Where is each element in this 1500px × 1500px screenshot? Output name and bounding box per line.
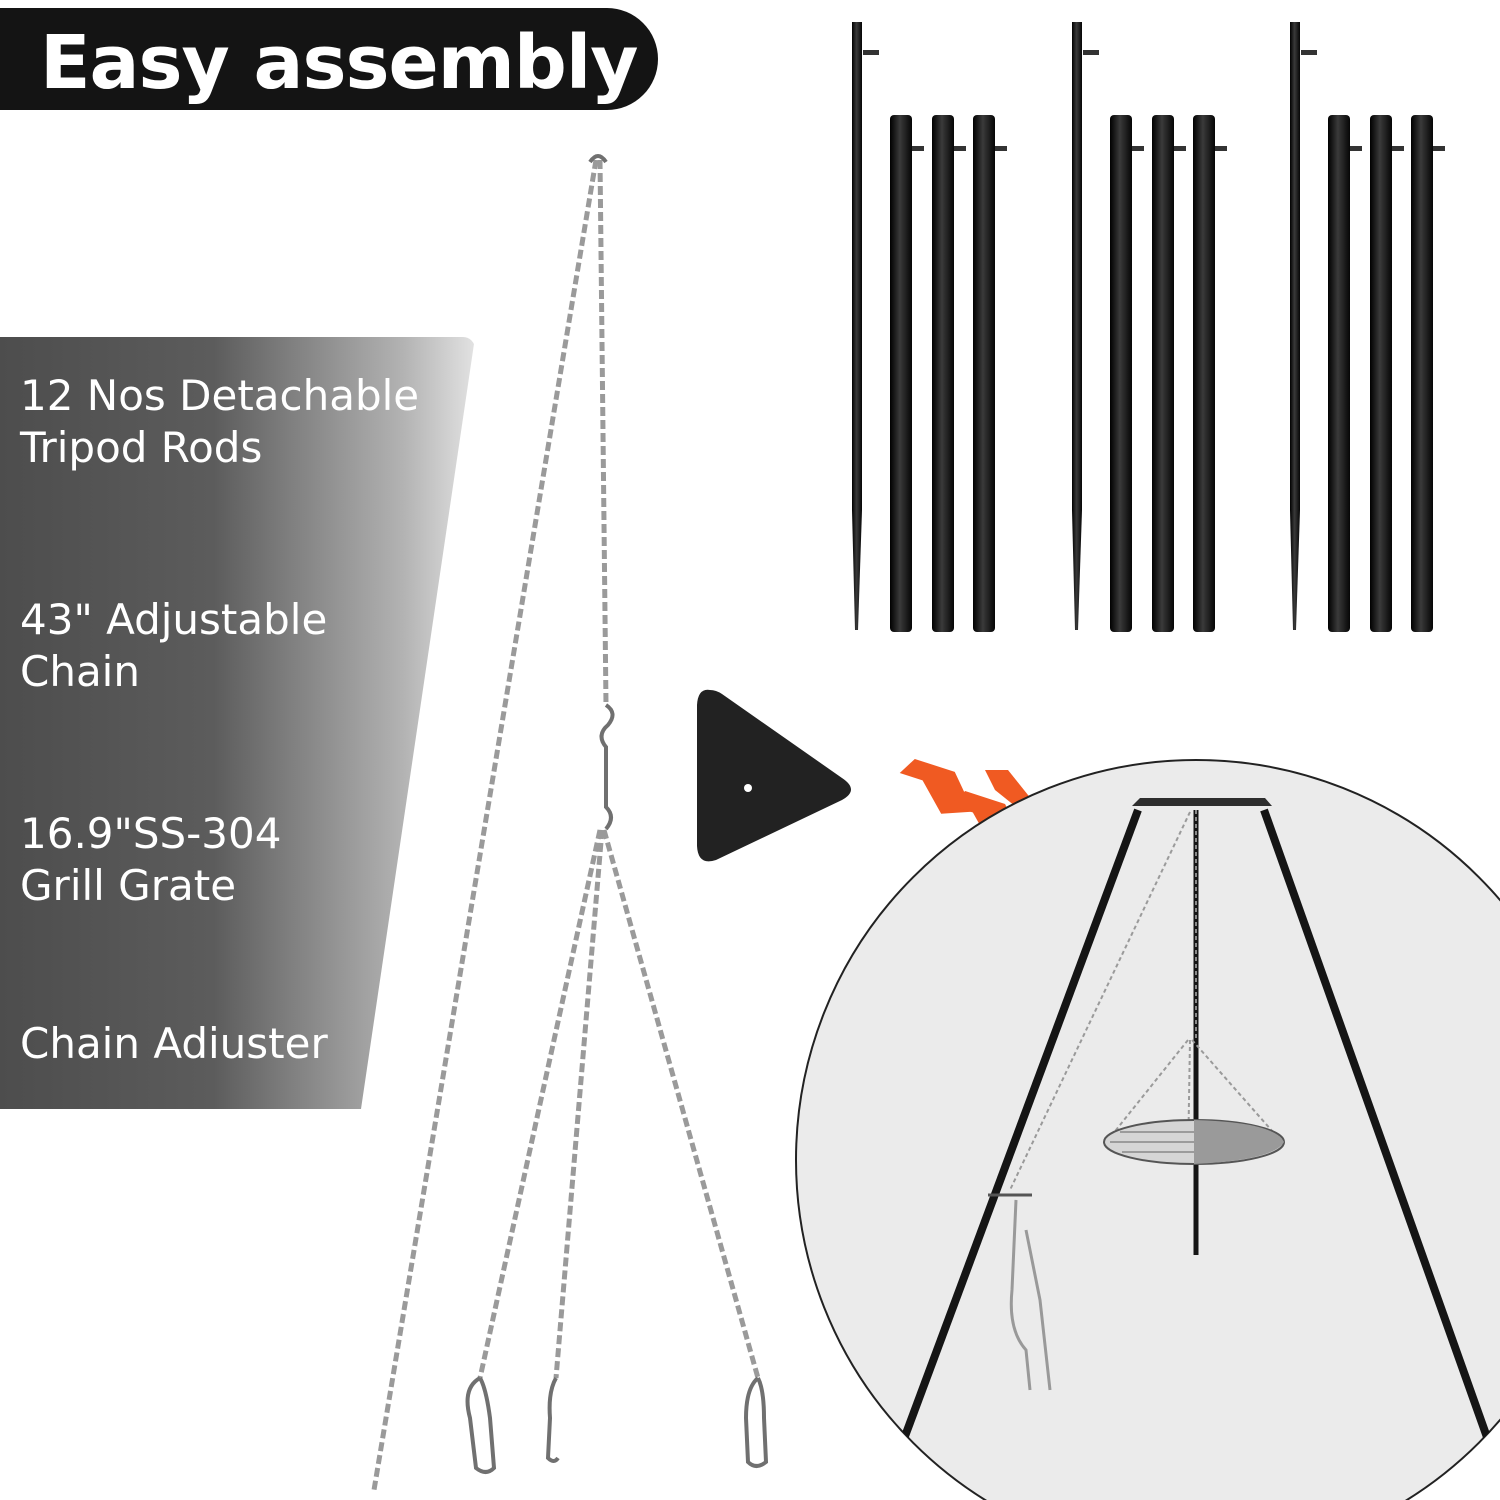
snap-hook-left <box>465 1376 497 1474</box>
feature-grate-line2: Grill Grate <box>20 861 237 910</box>
feature-grate-line1: 16.9"SS-304 <box>20 809 282 858</box>
feature-rods: 12 Nos Detachable Tripod Rods <box>20 370 419 474</box>
snap-hook-right <box>743 1376 769 1468</box>
assembled-tripod-scene <box>795 759 1500 1500</box>
page-title: Easy assembly <box>40 20 638 106</box>
main-chain-left <box>371 159 599 1491</box>
title-banner: Easy assembly <box>0 8 658 110</box>
feature-adjuster: Chain Adiuster <box>20 1018 328 1070</box>
hanging-utensil <box>1009 1199 1052 1391</box>
s-hook <box>599 703 615 831</box>
feature-adjuster-line1: Chain Adiuster <box>20 1019 328 1068</box>
lower-chain-right <box>601 829 761 1379</box>
feature-rods-line2: Tripod Rods <box>20 423 263 472</box>
feature-chain-line2: Chain <box>20 647 140 696</box>
tripod-leg-right <box>1260 808 1492 1442</box>
rod-group-1 <box>852 22 1007 632</box>
lower-chain-middle <box>553 829 605 1379</box>
feature-rods-line1: 12 Nos Detachable <box>20 371 420 420</box>
chain-assembly <box>371 154 769 1491</box>
feature-chain-line1: 43" Adjustable <box>20 595 328 644</box>
triangle-plate-icon <box>697 689 851 862</box>
chain-top-ring <box>588 154 608 164</box>
tripod-leg-left <box>894 808 1142 1457</box>
rod-group-3 <box>1290 22 1445 632</box>
grate-solid-half <box>1194 1120 1284 1164</box>
rod-group-2 <box>1072 22 1227 632</box>
feature-grate: 16.9"SS-304 Grill Grate <box>20 808 281 912</box>
main-chain-right <box>597 159 609 706</box>
tripod-rods <box>852 22 1445 632</box>
lower-chain-left <box>477 829 603 1379</box>
tripod-top-plate <box>1132 798 1272 806</box>
feature-chain: 43" Adjustable Chain <box>20 594 327 698</box>
snap-hook-middle <box>545 1377 560 1463</box>
